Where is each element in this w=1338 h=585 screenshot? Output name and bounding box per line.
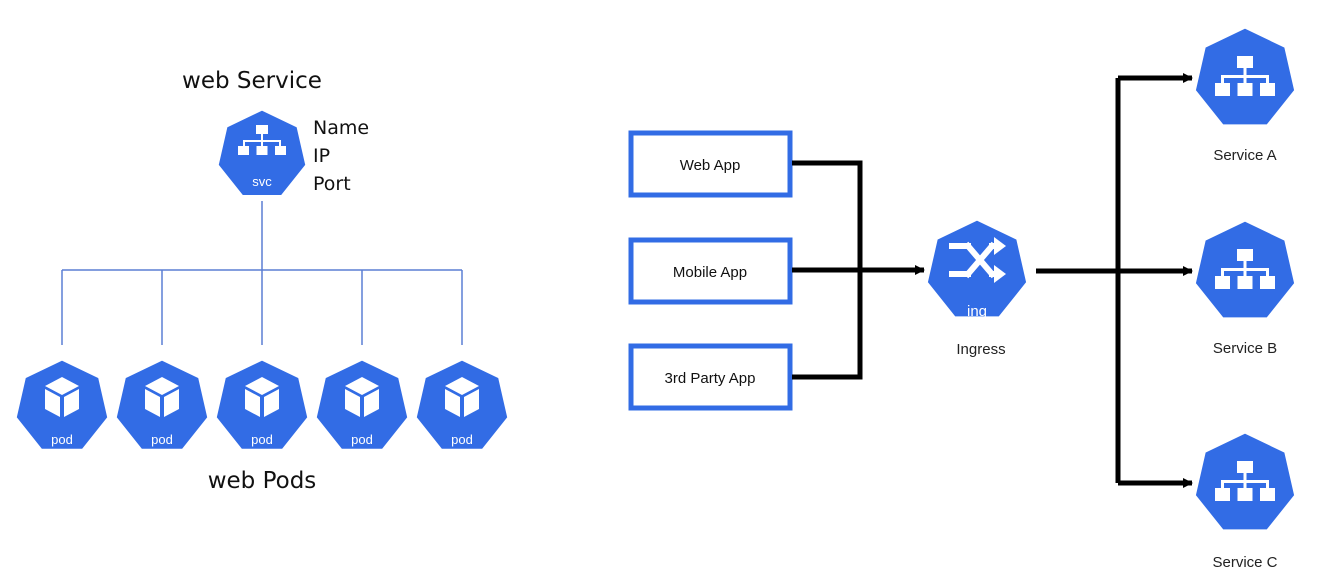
pod: pod — [13, 357, 111, 452]
service-pod-connectors — [61, 201, 463, 345]
service-c-icon — [1192, 430, 1298, 533]
client-ingress-connectors — [792, 160, 925, 380]
pod: pod — [113, 357, 211, 452]
pod: pod — [313, 357, 411, 452]
service-b-caption: Service B — [1213, 340, 1277, 357]
client-label: 3rd Party App — [665, 370, 756, 387]
service-c-caption: Service C — [1212, 554, 1277, 571]
client-box-mobile-app: Mobile App — [628, 237, 793, 305]
service-a-icon — [1192, 25, 1298, 128]
svc-hierarchy-icon — [1215, 461, 1275, 501]
svc-hierarchy-icon — [238, 125, 286, 155]
service-b-icon — [1192, 218, 1298, 321]
service-prop-ip: IP — [313, 145, 330, 167]
cube-icon — [345, 377, 379, 417]
ingress-caption: Ingress — [956, 341, 1005, 358]
client-label: Web App — [680, 157, 741, 174]
service-prop-port: Port — [313, 173, 351, 195]
svc-hierarchy-icon — [1215, 249, 1275, 289]
ingress-icon: ing — [924, 217, 1030, 320]
pod-label: pod — [451, 432, 473, 447]
service-title: web Service — [182, 68, 322, 94]
service-a-caption: Service A — [1213, 147, 1276, 164]
pod-label: pod — [151, 432, 173, 447]
svc-label: svc — [252, 174, 272, 189]
service-prop-name: Name — [313, 117, 369, 139]
pod: pod — [213, 357, 311, 452]
pod-label: pod — [351, 432, 373, 447]
pods-title: web Pods — [208, 468, 317, 494]
pod-label: pod — [51, 432, 73, 447]
svc-hierarchy-icon — [1215, 56, 1275, 96]
client-box-web-app: Web App — [628, 130, 793, 198]
client-label: Mobile App — [673, 264, 747, 281]
client-box-3rd-party-app: 3rd Party App — [628, 343, 793, 411]
cube-icon — [45, 377, 79, 417]
cube-icon — [145, 377, 179, 417]
shuffle-icon — [949, 241, 997, 279]
cube-icon — [445, 377, 479, 417]
pod-label: pod — [251, 432, 273, 447]
pod: pod — [413, 357, 511, 452]
cube-icon — [245, 377, 279, 417]
service-icon: svc — [215, 107, 309, 198]
ingress-service-connectors — [1036, 73, 1193, 488]
ingress-icon-label: ing — [967, 303, 987, 320]
